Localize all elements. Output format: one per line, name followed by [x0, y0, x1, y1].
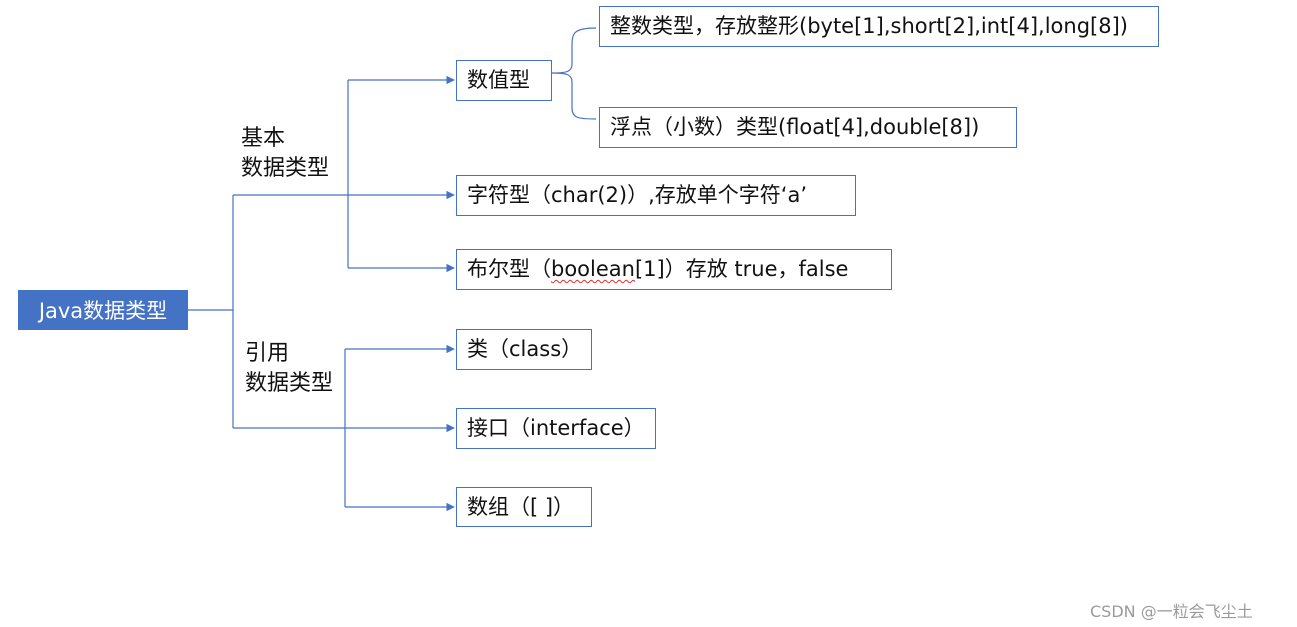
node-char-label: 字符型（char(2)）,存放单个字符‘a’ — [467, 183, 807, 207]
node-integer-label: 整数类型，存放整形(byte[1],short[2],int[4],long[8… — [610, 14, 1128, 38]
node-integer: 整数类型，存放整形(byte[1],short[2],int[4],long[8… — [599, 6, 1159, 47]
node-boolean: 布尔型（boolean[1]）存放 true，false — [456, 249, 892, 290]
branch-label-reference-line2: 数据类型 — [245, 371, 334, 396]
branch-label-basic-line2: 数据类型 — [241, 156, 330, 181]
branch-label-basic-line1: 基本 — [241, 126, 286, 151]
node-float: 浮点（小数）类型(float[4],double[8]) — [599, 107, 1017, 148]
node-boolean-keyword: boolean — [551, 257, 635, 281]
node-array-label: 数组（[ ]） — [467, 494, 575, 519]
branch-label-reference-line1: 引用 — [245, 341, 290, 366]
node-float-label: 浮点（小数）类型(float[4],double[8]) — [610, 115, 980, 139]
watermark-text: CSDN @一粒会飞尘土 — [1090, 602, 1253, 621]
branch-label-reference: 引用 数据类型 — [245, 339, 333, 399]
node-numeric-label: 数值型 — [467, 68, 530, 92]
node-boolean-prefix: 布尔型（ — [467, 257, 551, 281]
node-array: 数组（[ ]） — [456, 487, 592, 527]
node-boolean-label: 布尔型（boolean[1]）存放 true，false — [467, 259, 848, 280]
node-char: 字符型（char(2)）,存放单个字符‘a’ — [456, 175, 856, 216]
numeric-brace — [551, 27, 597, 120]
node-class: 类（class） — [456, 329, 592, 370]
watermark: CSDN @一粒会飞尘土 — [1090, 598, 1253, 622]
node-interface: 接口（interface） — [456, 408, 656, 449]
branch-label-basic: 基本 数据类型 — [241, 124, 329, 184]
node-boolean-suffix: [1]）存放 true，false — [634, 257, 849, 281]
root-label: Java数据类型 — [38, 299, 168, 323]
node-class-label: 类（class） — [467, 337, 583, 361]
root-node: Java数据类型 — [18, 290, 188, 330]
node-interface-label: 接口（interface） — [467, 416, 645, 440]
node-numeric: 数值型 — [456, 60, 552, 101]
